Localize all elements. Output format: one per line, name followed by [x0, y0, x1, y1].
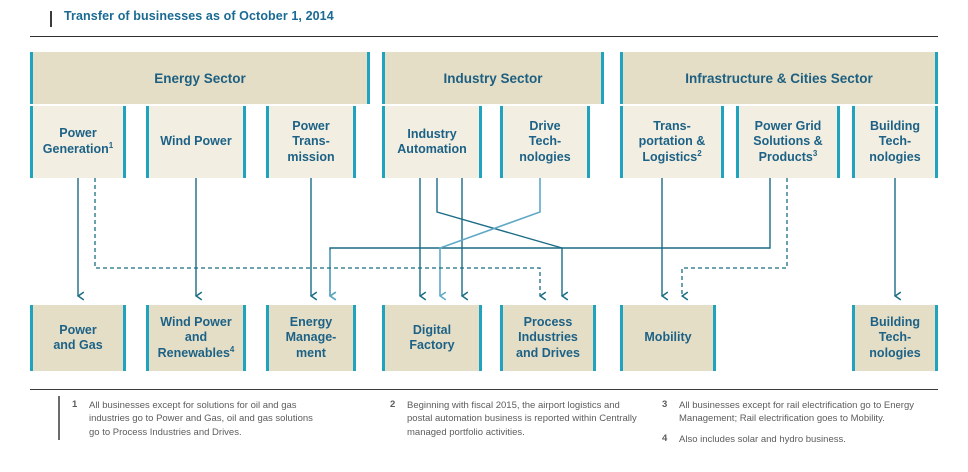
- footnote-column-3: 3 All businesses except for rail electri…: [662, 399, 928, 453]
- footnote-accent-tick: [58, 396, 60, 440]
- footnote-item: 4 Also includes solar and hydro business…: [662, 433, 928, 446]
- footnote-number: 1: [72, 399, 78, 410]
- division-label: Wind Power: [160, 134, 232, 149]
- division-label: Industry Automation: [397, 126, 467, 156]
- division-label: Power Grid Solutions & Products3: [753, 118, 823, 165]
- division-label: Drive Tech- nologies: [519, 119, 571, 164]
- target-label: Building Tech- nologies: [869, 315, 921, 360]
- sector-header-energy: Energy Sector: [30, 52, 370, 104]
- target-energy-management: Energy Manage- ment: [266, 305, 356, 371]
- footnote-divider: [30, 389, 938, 390]
- division-label: Power Generation1: [42, 126, 114, 157]
- footnote-text: Also includes solar and hydro business.: [679, 433, 846, 445]
- footnote-text: Beginning with fiscal 2015, the airport …: [407, 400, 637, 438]
- target-label: Power and Gas: [53, 322, 103, 352]
- page-title: Transfer of businesses as of October 1, …: [64, 9, 334, 23]
- footnote-column-2: 2 Beginning with fiscal 2015, the airpor…: [390, 399, 640, 446]
- footnote-number: 4: [662, 432, 668, 444]
- target-building-technologies: Building Tech- nologies: [852, 305, 938, 371]
- division-industry-automation: Industry Automation: [382, 106, 482, 178]
- footnote-item: 1 All businesses except for solutions fo…: [72, 399, 324, 439]
- title-bar: Transfer of businesses as of October 1, …: [0, 6, 968, 37]
- sector-header-industry: Industry Sector: [382, 52, 604, 104]
- footnote-number: 2: [390, 399, 396, 410]
- division-power-grid-solutions: Power Grid Solutions & Products3: [736, 106, 840, 178]
- target-label: Energy Manage- ment: [285, 315, 337, 360]
- target-power-and-gas: Power and Gas: [30, 305, 126, 371]
- division-power-transmission: Power Trans- mission: [266, 106, 356, 178]
- division-wind-power: Wind Power: [146, 106, 246, 178]
- target-wind-power-renewables: Wind Power and Renewables4: [146, 305, 246, 371]
- footnote-text: All businesses except for solutions for …: [89, 400, 313, 438]
- sector-label: Energy Sector: [154, 70, 246, 86]
- division-label: Building Tech- nologies: [869, 119, 921, 164]
- division-transportation-logistics: Trans- portation & Logistics2: [620, 106, 724, 178]
- title-accent-tick: [50, 11, 52, 27]
- division-drive-technologies: Drive Tech- nologies: [500, 106, 590, 178]
- footnote-number: 3: [662, 399, 668, 410]
- division-building-technologies: Building Tech- nologies: [852, 106, 938, 178]
- target-mobility: Mobility: [620, 305, 716, 371]
- sector-label: Industry Sector: [443, 70, 543, 86]
- target-digital-factory: Digital Factory: [382, 305, 482, 371]
- sector-header-infrastructure: Infrastructure & Cities Sector: [620, 52, 938, 104]
- target-label: Wind Power and Renewables4: [157, 314, 235, 361]
- sector-label: Infrastructure & Cities Sector: [685, 70, 873, 86]
- target-process-industries-drives: Process Industries and Drives: [500, 305, 596, 371]
- footnote-text: All businesses except for rail electrifi…: [679, 400, 914, 425]
- footnote-item: 3 All businesses except for rail electri…: [662, 399, 928, 426]
- target-label: Mobility: [644, 330, 692, 345]
- division-label: Trans- portation & Logistics2: [638, 118, 706, 165]
- division-power-generation: Power Generation1: [30, 106, 126, 178]
- target-label: Process Industries and Drives: [516, 315, 580, 360]
- division-label: Power Trans- mission: [287, 119, 335, 164]
- footnote-column-1: 1 All businesses except for solutions fo…: [72, 399, 324, 446]
- target-label: Digital Factory: [409, 322, 455, 352]
- footnote-item: 2 Beginning with fiscal 2015, the airpor…: [390, 399, 640, 439]
- title-divider: [30, 36, 938, 37]
